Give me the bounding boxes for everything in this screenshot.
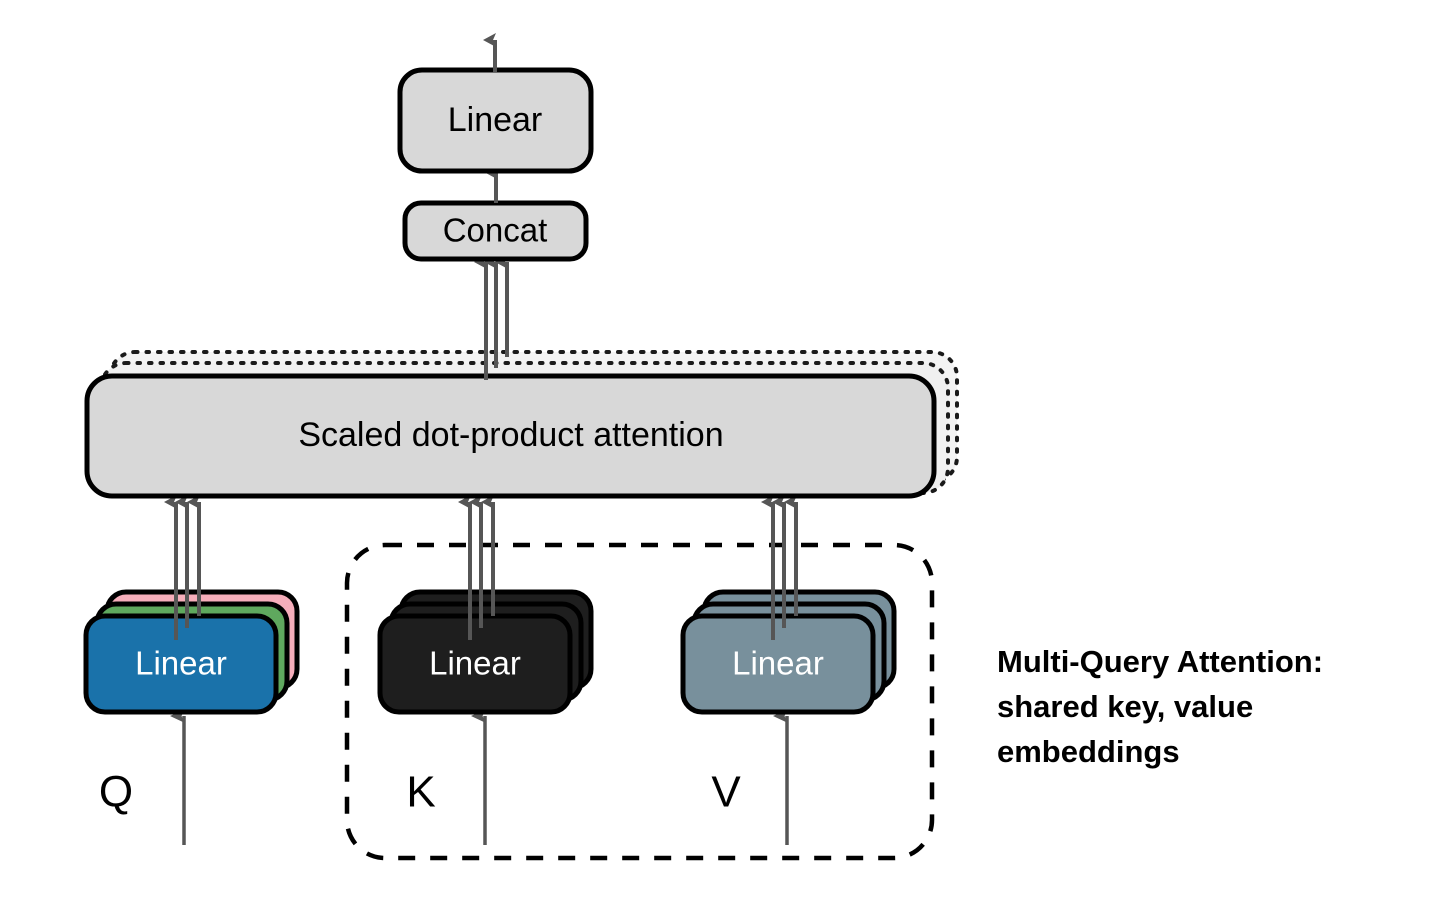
concat-box-label: Concat xyxy=(443,212,548,249)
k-linear-layer-front xyxy=(377,613,573,715)
k-linear-label: Linear xyxy=(429,645,521,682)
v-linear-stack[interactable]: Linear xyxy=(680,589,897,715)
annotation-line-1: Multi-Query Attention: xyxy=(997,644,1323,679)
input-label-v: V xyxy=(711,768,741,817)
output-linear-box[interactable]: Linear xyxy=(397,67,594,174)
input-label-q: Q xyxy=(99,768,133,817)
q-linear-label: Linear xyxy=(135,645,227,682)
k-to-attention-arrows xyxy=(458,495,495,640)
v-linear-layer-front xyxy=(680,613,876,715)
annotation-text: Multi-Query Attention: shared key, value… xyxy=(997,644,1323,769)
q-to-attention-arrows xyxy=(164,495,201,640)
output-linear-label: Linear xyxy=(448,101,543,139)
attention-box-label: Scaled dot-product attention xyxy=(298,416,723,454)
v-to-attention-arrows xyxy=(761,495,798,640)
annotation-line-2: shared key, value xyxy=(997,689,1253,724)
attention-to-concat-arrows xyxy=(474,255,509,380)
concat-box[interactable]: Concat xyxy=(402,200,589,262)
shared-kv-group-box xyxy=(344,542,935,861)
input-label-k: K xyxy=(406,768,435,817)
attention-box-front xyxy=(84,373,937,499)
annotation-line-3: embeddings xyxy=(997,734,1180,769)
q-linear-layer-front xyxy=(83,613,279,715)
q-linear-stack[interactable]: Linear xyxy=(83,589,300,715)
v-linear-label: Linear xyxy=(732,645,824,682)
scaled-dot-product-attention-box[interactable]: Scaled dot-product attention xyxy=(84,373,937,499)
k-linear-stack[interactable]: Linear xyxy=(377,589,594,715)
